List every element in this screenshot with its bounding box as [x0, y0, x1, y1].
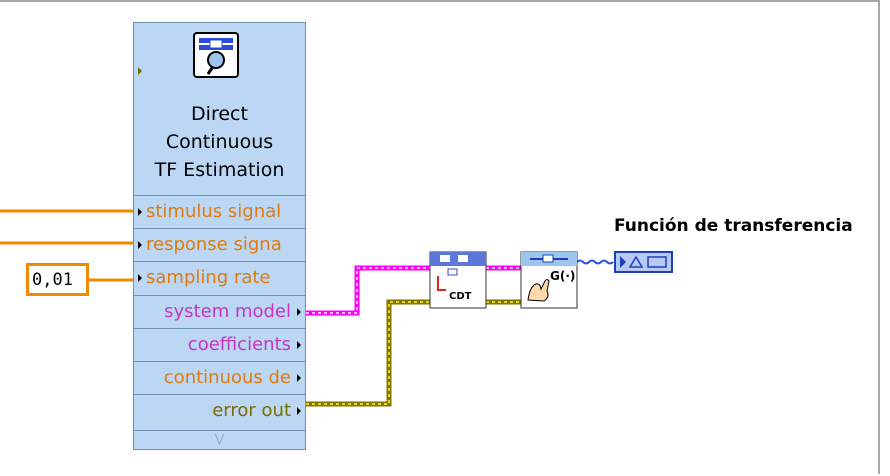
tf-node-header-box	[542, 254, 554, 263]
terminal-label: sampling rate	[146, 267, 271, 288]
terminal-sampling-rate[interactable]: sampling rate	[134, 261, 305, 294]
cdt-box-a	[440, 255, 450, 262]
output-arrow-icon	[297, 308, 301, 316]
input-arrow-icon	[138, 208, 142, 216]
terminal-label: error out	[212, 400, 291, 421]
node-title-line-1: Direct	[191, 103, 248, 125]
input-arrow-icon	[138, 274, 142, 282]
terminal-stimulus-signal[interactable]: stimulus signal	[134, 195, 305, 228]
terminal-label: stimulus signal	[146, 201, 282, 222]
output-arrow-icon	[297, 341, 301, 349]
hand-icon	[527, 279, 550, 302]
node-title-line-2: Continuous	[165, 131, 274, 153]
terminal-continuous-de[interactable]: continuous de	[134, 361, 305, 394]
indicator-arrow-icon	[620, 256, 626, 268]
terminal-error-out[interactable]: error out	[134, 394, 305, 427]
tf-output-wire[interactable]	[576, 259, 614, 265]
node-indicator-icon	[138, 67, 142, 75]
sampling-rate-constant[interactable]: 0,01	[26, 263, 89, 296]
cdt-node[interactable]: CDT	[429, 251, 487, 309]
system-model-wire[interactable]	[306, 265, 430, 316]
indicator-label: Función de transferencia	[614, 216, 853, 236]
terminal-label: coefficients	[187, 334, 291, 355]
terminal-label: continuous de	[163, 367, 291, 388]
system-model-wire-stripe	[306, 267, 430, 314]
cdt-box-b	[458, 255, 468, 262]
tf-estimation-icon	[193, 32, 239, 78]
terminal-system-model[interactable]: system model	[134, 295, 305, 328]
node-title-line-3: TF Estimation	[154, 159, 285, 181]
cdt-label: CDT	[449, 291, 472, 302]
terminal-label: response signa	[146, 234, 282, 255]
terminal-label: system model	[164, 301, 291, 322]
output-arrow-icon	[297, 407, 301, 415]
indicator-box-icon	[647, 256, 667, 268]
transfer-function-node[interactable]: G(·)	[520, 251, 578, 309]
direct-continuous-tf-estimation-node[interactable]: Direct Continuous TF Estimation stimulus…	[133, 22, 306, 450]
cdt-box-c	[447, 268, 458, 276]
error-wire[interactable]	[306, 299, 430, 407]
input-arrow-icon	[138, 241, 142, 249]
output-arrow-icon	[297, 374, 301, 382]
constant-value: 0,01	[32, 270, 73, 290]
terminal-coefficients[interactable]: coefficients	[134, 328, 305, 361]
tf-node-label: G(·)	[550, 269, 575, 283]
cdt-arrow-icon	[437, 276, 446, 291]
indicator-triangle-icon	[628, 255, 644, 268]
expand-chevron-icon[interactable]: ⋁	[134, 430, 305, 449]
terminal-response-signal[interactable]: response signa	[134, 228, 305, 261]
tf-indicator[interactable]	[614, 251, 673, 273]
error-wire-stripe	[306, 301, 430, 405]
